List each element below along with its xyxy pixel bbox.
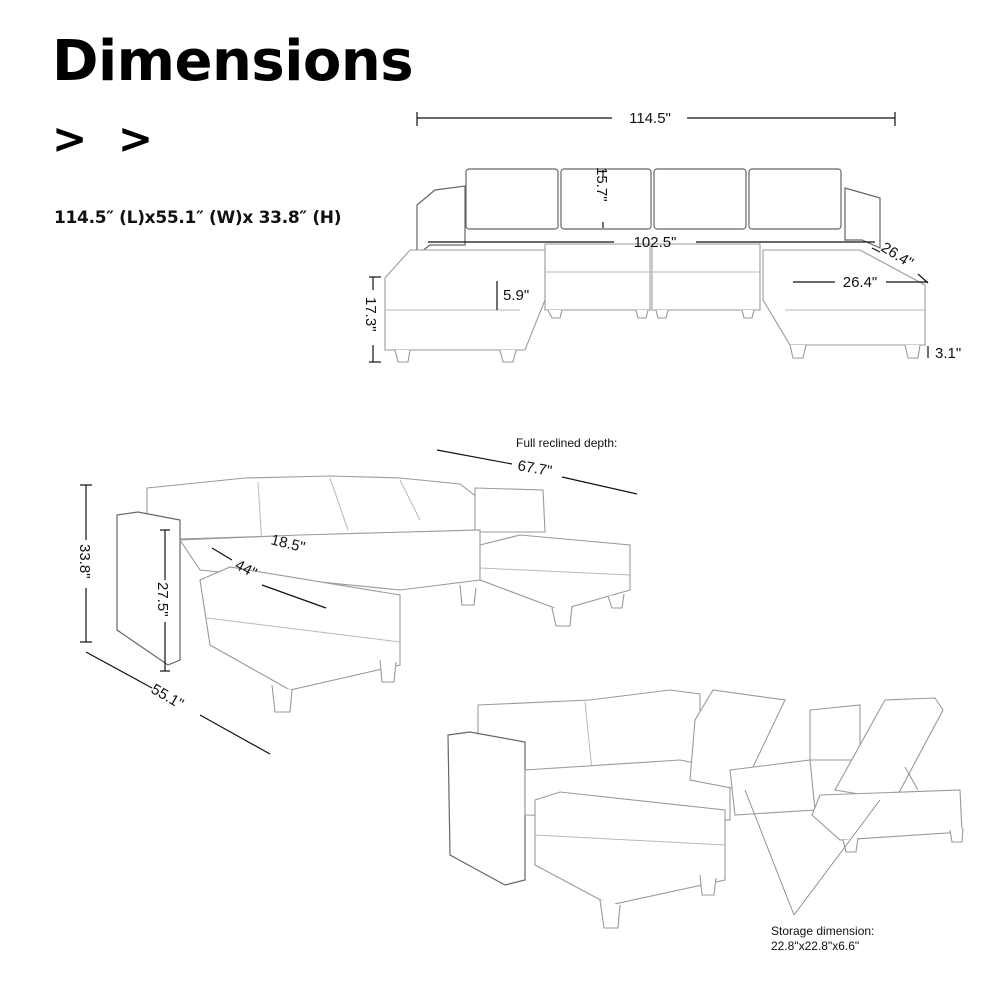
cushion-thickness-label: 5.9" [503,287,529,304]
overall-length-label: 114.5" [629,110,671,127]
front-view-sofa [384,168,926,363]
storage-caption: Storage dimension: [771,924,874,938]
overall-width-label: 55.1" [148,681,186,713]
chaise-width-label: 26.4" [843,274,878,291]
back-cushion-height-label: 15.7" [593,167,610,202]
page-title: Dimensions [52,29,414,94]
leg-height-label: 3.1" [935,345,961,362]
perspective-view-sofa [116,475,631,713]
dim-overall-width [85,651,271,755]
seat-width-label: 102.5" [634,234,677,251]
dim-arm-height [160,529,170,672]
dim-seat-height [369,276,381,363]
reclined-depth-caption: Full reclined depth: [516,436,617,450]
dim-seat-depth-chaise [211,547,327,609]
dim-reclined-depth [436,449,638,495]
seat-height-label: 17.3" [362,297,379,332]
overall-dimensions-summary: 114.5″ (L)x55.1″ (W)x 33.8″ (H) [54,208,342,228]
dim-overall-length [416,112,896,126]
storage-view-sofa [447,689,964,929]
reclined-depth-label: 67.7" [516,457,553,480]
chevron-right-icon: > > [52,114,162,163]
storage-dimension-value: 22.8"x22.8"x6.6" [771,939,859,953]
arm-height-label: 27.5" [154,582,171,617]
overall-height-label: 33.8" [76,544,93,579]
dim-overall-height [80,484,92,643]
storage-callout-lines [744,789,881,916]
